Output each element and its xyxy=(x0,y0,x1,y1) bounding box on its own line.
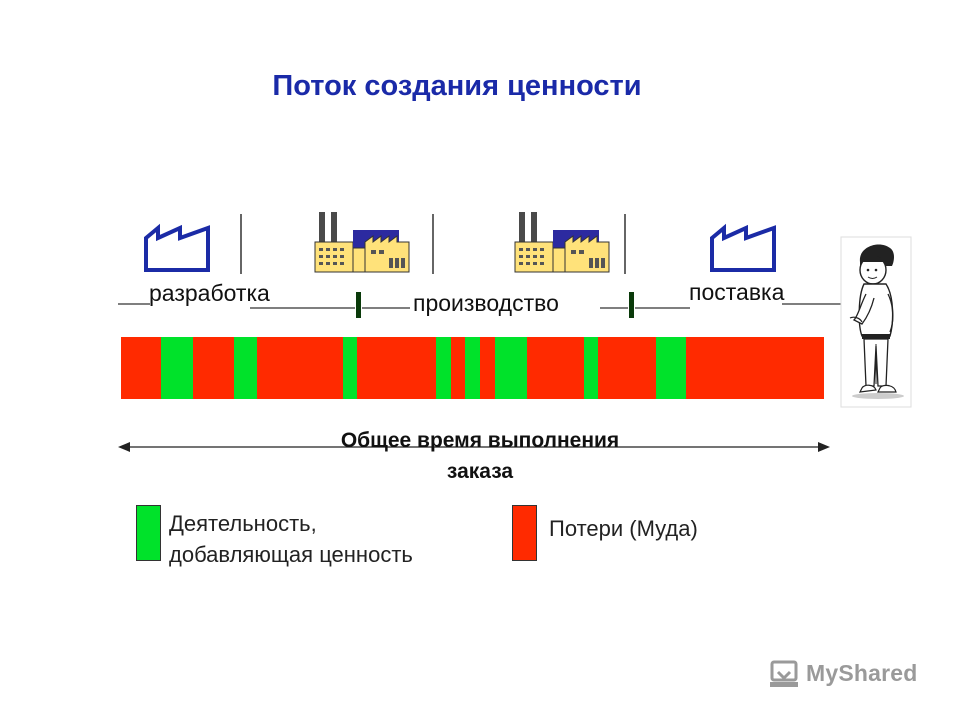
stage-label-production: производство xyxy=(413,290,559,316)
stage-divider xyxy=(432,214,434,274)
legend-waste-swatch xyxy=(512,505,537,561)
stage-divider xyxy=(624,214,626,274)
factory-color-icon xyxy=(514,212,610,273)
legend-waste-label: Потери (Муда) xyxy=(549,516,698,541)
total-lead-time-label: Общее время выполнения заказа xyxy=(340,429,620,483)
total-time-arrow xyxy=(118,442,830,452)
watermark-logo-icon xyxy=(770,660,798,687)
value-added-segment xyxy=(495,337,527,399)
stage-label-development: разработка xyxy=(149,280,270,306)
factory-color-icon xyxy=(314,212,410,273)
value-added-segment xyxy=(656,337,686,399)
page-title: Поток создания ценности xyxy=(272,70,642,102)
factory-outline-icon xyxy=(144,223,210,272)
value-added-segment xyxy=(343,337,357,399)
customer-figure-icon xyxy=(840,236,912,408)
value-stream-bar xyxy=(121,337,824,399)
value-added-segment xyxy=(161,337,193,399)
value-added-segment xyxy=(465,337,480,399)
watermark-text: MyShared xyxy=(806,660,918,686)
stage-label-delivery: поставка xyxy=(689,279,785,305)
factory-outline-icon xyxy=(710,223,776,272)
legend-value-added-label: Деятельность, добавляющая ценность xyxy=(169,511,413,567)
legend-value-added-swatch xyxy=(136,505,161,561)
stage-divider xyxy=(240,214,242,274)
value-added-segment xyxy=(234,337,257,399)
stage-timeline xyxy=(118,292,842,318)
value-added-segment xyxy=(436,337,451,399)
value-added-segment xyxy=(584,337,598,399)
